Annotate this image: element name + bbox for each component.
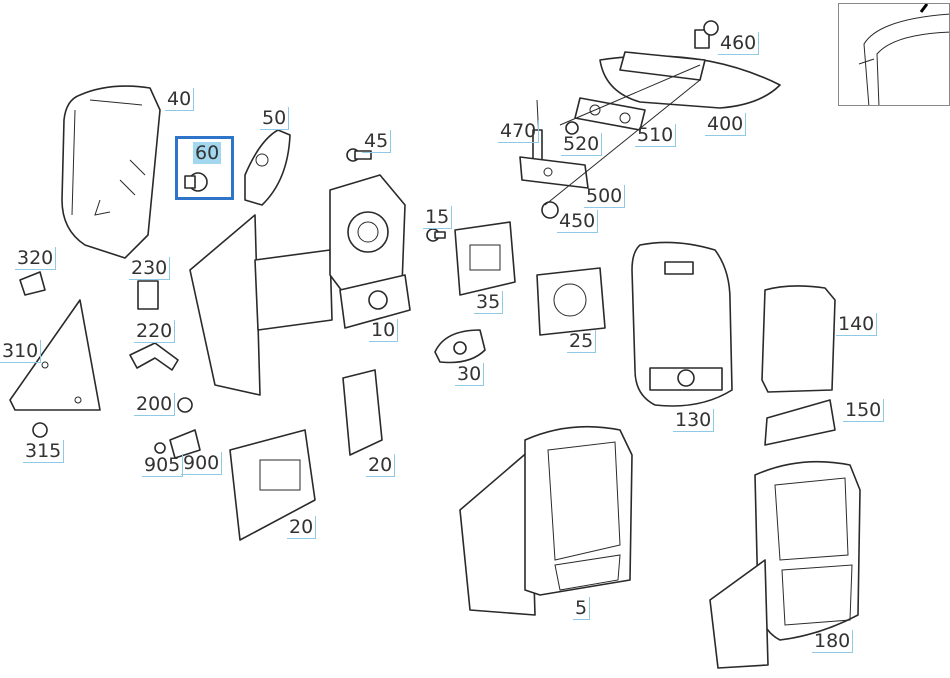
- part-220-seal: [129, 342, 179, 371]
- part-510-gasket: [574, 97, 646, 131]
- label-310[interactable]: 310: [0, 340, 42, 363]
- van-outline-image: [858, 4, 949, 105]
- label-20-lower[interactable]: 20: [287, 516, 317, 539]
- label-20-right[interactable]: 20: [366, 454, 396, 477]
- part-400-mount-bracket: [599, 51, 781, 109]
- part-310-triangle-cover: [9, 299, 101, 411]
- label-400[interactable]: 400: [705, 113, 747, 136]
- label-520[interactable]: 520: [561, 133, 603, 156]
- part-25-motor: [536, 267, 606, 336]
- part-40-mirror-cover: [61, 85, 161, 259]
- part-460-screw: [694, 20, 719, 49]
- part-30-clip: [434, 329, 486, 364]
- part-5-mirror-assembly: [459, 425, 633, 616]
- label-50[interactable]: 50: [260, 107, 290, 130]
- part-905-bulb: [154, 442, 166, 454]
- label-5[interactable]: 5: [573, 597, 591, 620]
- part-450-nut: [541, 201, 559, 219]
- label-140[interactable]: 140: [836, 313, 878, 336]
- label-180[interactable]: 180: [812, 630, 854, 653]
- label-460[interactable]: 460: [718, 32, 760, 55]
- part-45-bolt: [346, 148, 372, 162]
- label-230[interactable]: 230: [129, 257, 171, 280]
- label-510[interactable]: 510: [635, 124, 677, 147]
- label-35[interactable]: 35: [474, 291, 504, 314]
- selected-part-highlight: [175, 136, 234, 200]
- part-20-cover-b: [342, 369, 383, 456]
- label-45[interactable]: 45: [362, 130, 392, 153]
- part-180-mirror-assembly: [709, 460, 861, 669]
- label-320[interactable]: 320: [15, 247, 57, 270]
- label-10[interactable]: 10: [369, 319, 399, 342]
- part-150-lower-glass: [764, 399, 836, 446]
- label-150[interactable]: 150: [843, 399, 885, 422]
- part-320-clip: [19, 271, 46, 296]
- label-315[interactable]: 315: [23, 440, 65, 463]
- label-60[interactable]: 60: [193, 142, 222, 164]
- label-470[interactable]: 470: [498, 120, 540, 143]
- part-35-motor: [454, 221, 516, 296]
- part-900-bulb-socket: [169, 429, 201, 459]
- part-60-bulb: [184, 172, 208, 192]
- label-450[interactable]: 450: [557, 210, 599, 233]
- part-50-lamp: [244, 129, 291, 206]
- vehicle-location-inset: [838, 3, 950, 106]
- part-230-insert: [137, 280, 159, 310]
- part-130-housing: [631, 241, 733, 407]
- label-15[interactable]: 15: [423, 206, 453, 229]
- part-520-nut: [565, 121, 579, 135]
- part-315-nut: [32, 422, 48, 438]
- part-140-glass: [761, 285, 836, 393]
- label-500[interactable]: 500: [584, 185, 626, 208]
- label-220[interactable]: 220: [134, 320, 176, 343]
- part-20-cover-a: [229, 429, 316, 541]
- label-30[interactable]: 30: [455, 363, 485, 386]
- label-130[interactable]: 130: [673, 409, 715, 432]
- part-500-plate: [519, 156, 589, 189]
- label-40[interactable]: 40: [165, 88, 195, 111]
- part-10-arm: [189, 174, 411, 396]
- part-200-screw: [177, 397, 193, 413]
- label-200[interactable]: 200: [134, 393, 176, 416]
- label-905[interactable]: 905: [142, 454, 184, 477]
- part-15-screw: [426, 228, 446, 242]
- label-900[interactable]: 900: [181, 452, 223, 475]
- label-25[interactable]: 25: [567, 330, 597, 353]
